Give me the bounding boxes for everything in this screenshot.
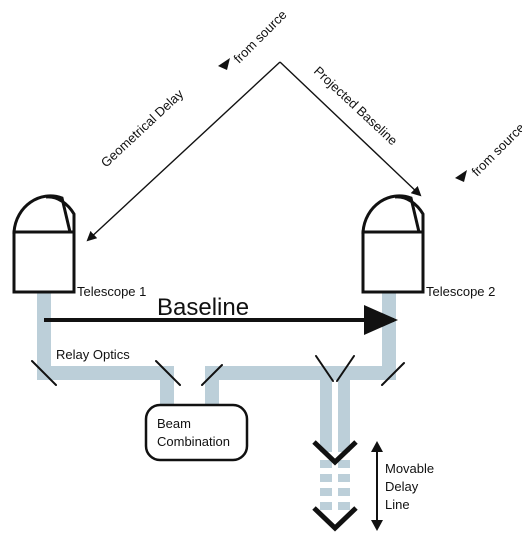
delay-reflector-top xyxy=(312,440,358,466)
delay-reflector-bottom xyxy=(312,506,358,532)
telescope-2-body xyxy=(361,230,425,294)
label-from-source-left: from source xyxy=(231,7,290,66)
telescope-2 xyxy=(361,194,425,294)
delay-move-arrow xyxy=(371,441,383,531)
label-delay-line-3: Line xyxy=(385,497,410,512)
label-beam-combination-1: Beam xyxy=(157,416,191,431)
delay-shaft-left xyxy=(320,366,332,452)
from-source-right-arrowhead xyxy=(455,170,467,182)
beam-right-horizontal xyxy=(205,366,396,380)
label-geometrical-delay: Geometrical Delay xyxy=(98,86,187,170)
projected-baseline-ray xyxy=(279,61,422,197)
mirror-delay-left xyxy=(315,355,334,382)
beam-right-down xyxy=(205,366,219,408)
mirror-left-1 xyxy=(155,360,181,386)
telescope-2-dome xyxy=(361,194,421,234)
label-telescope-1: Telescope 1 xyxy=(77,284,146,299)
beam-left-horizontal xyxy=(37,366,171,380)
from-source-left-arrowhead xyxy=(218,58,230,70)
beam-combination-box xyxy=(144,403,249,462)
delay-dashed xyxy=(320,460,350,510)
label-baseline: Baseline xyxy=(157,294,249,321)
relay-mirrors xyxy=(31,355,405,386)
telescope-1-shutter xyxy=(45,195,76,232)
label-projected-baseline: Projected Baseline xyxy=(311,63,401,148)
telescope-2-shutter xyxy=(394,195,425,232)
delay-reflectors xyxy=(312,440,358,532)
beam-t1-vertical xyxy=(37,290,51,380)
geometrical-delay-ray xyxy=(86,61,281,242)
telescope-1 xyxy=(12,194,76,294)
label-delay-line-2: Delay xyxy=(385,479,419,494)
label-delay-line-1: Movable xyxy=(385,461,434,476)
label-from-source-right: from source xyxy=(469,120,522,179)
mirror-t2-corner xyxy=(381,362,405,386)
label-relay-optics: Relay Optics xyxy=(56,347,130,362)
telescope-1-body xyxy=(12,230,76,294)
label-beam-combination-2: Combination xyxy=(157,434,230,449)
mirror-t1-corner xyxy=(31,360,57,386)
mirror-delay-right xyxy=(336,355,355,382)
label-telescope-2: Telescope 2 xyxy=(426,284,495,299)
delay-shaft-right xyxy=(338,366,350,452)
telescope-1-dome xyxy=(12,194,72,234)
mirror-left-2 xyxy=(201,364,223,386)
